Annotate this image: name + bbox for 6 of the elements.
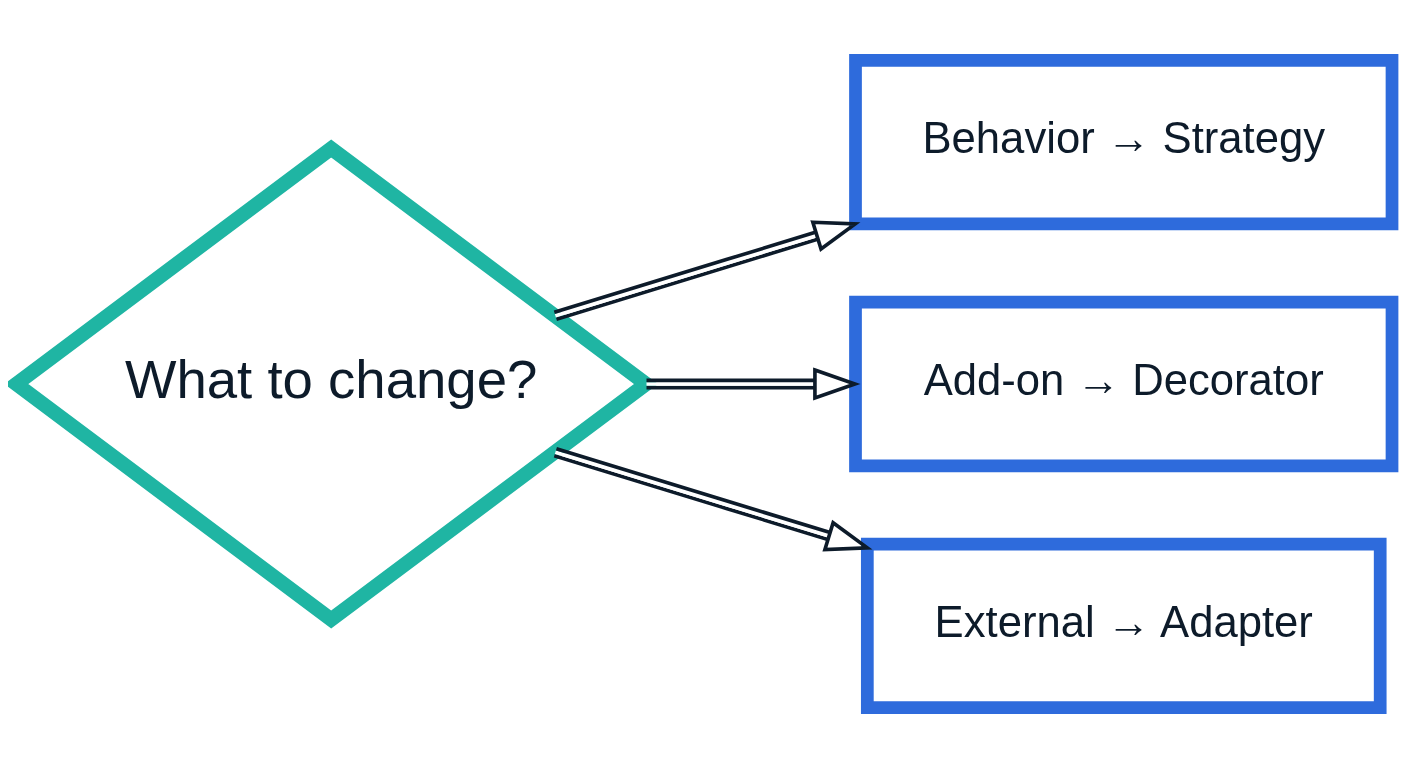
arrow <box>553 446 873 552</box>
arrow <box>646 367 861 401</box>
node-box: Behavior → Strategy <box>849 53 1399 231</box>
node-box: Add-on → Decorator <box>849 295 1399 473</box>
arrow <box>553 220 861 322</box>
node-box: External → Adapter <box>860 537 1387 715</box>
